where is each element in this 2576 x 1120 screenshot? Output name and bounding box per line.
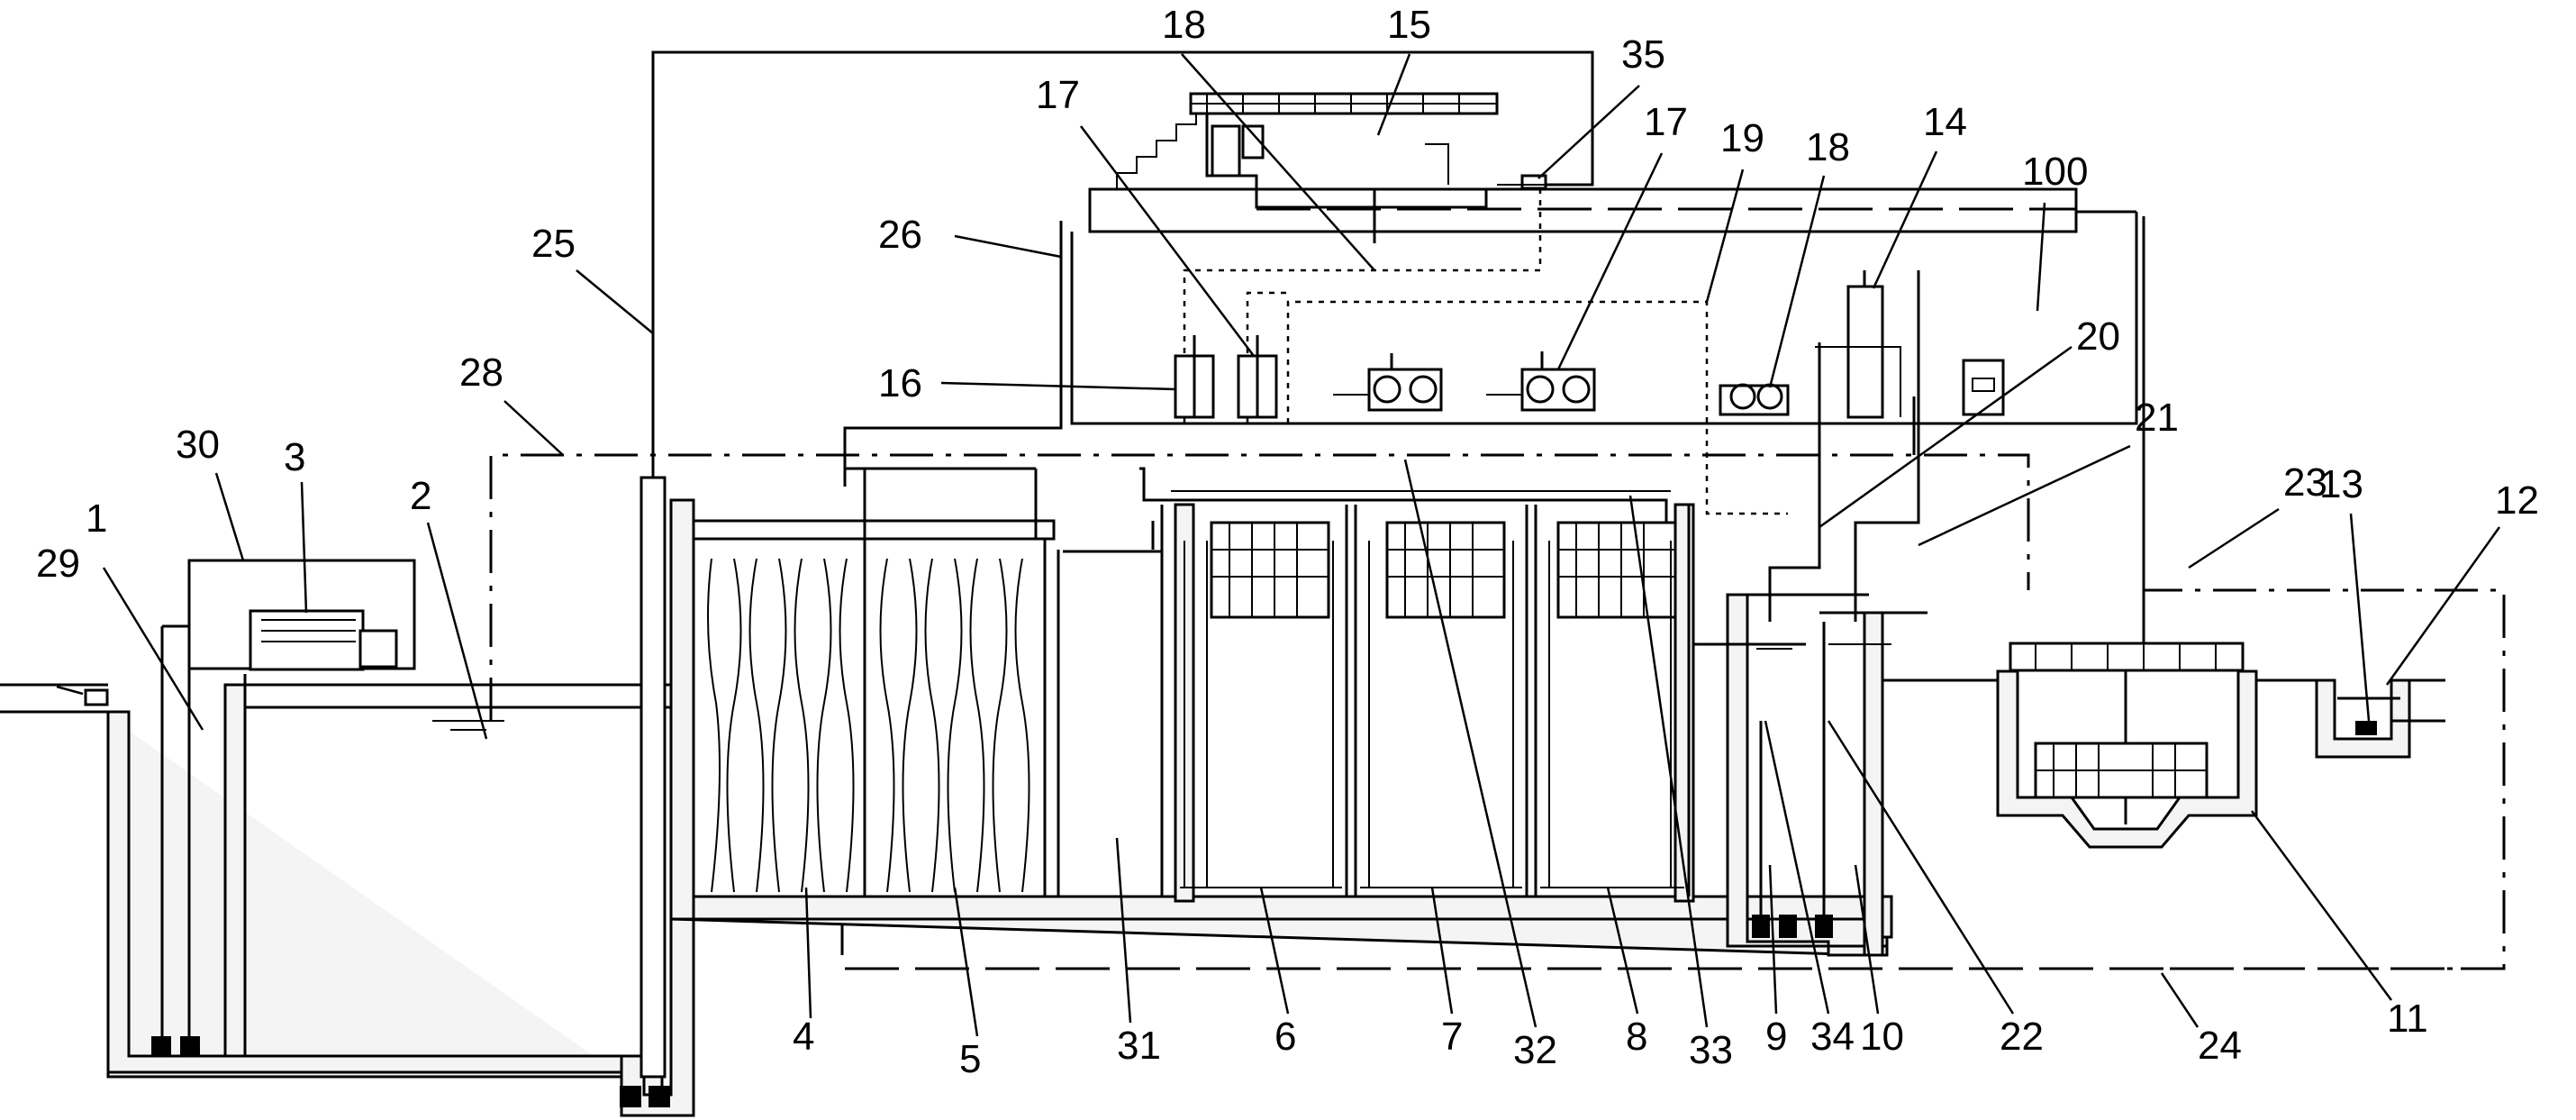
label-31: 31 xyxy=(1117,1024,1161,1068)
label-19: 19 xyxy=(1720,116,1764,160)
label-29: 29 xyxy=(36,542,80,586)
label-28: 28 xyxy=(459,351,503,395)
label-20: 20 xyxy=(2076,314,2120,359)
label-1: 1 xyxy=(86,496,107,541)
label-17-left: 17 xyxy=(1036,73,1080,117)
label-15: 15 xyxy=(1387,3,1431,47)
label-16: 16 xyxy=(878,361,922,405)
label-22: 22 xyxy=(2000,1015,2044,1059)
label-13: 13 xyxy=(2319,462,2363,506)
tank-1-2 xyxy=(0,476,671,1107)
label-25: 25 xyxy=(531,222,576,266)
tank-12-13 xyxy=(2315,678,2445,759)
label-3: 3 xyxy=(284,435,305,479)
label-34: 34 xyxy=(1810,1015,1855,1059)
label-32: 32 xyxy=(1513,1028,1557,1072)
label-17-right: 17 xyxy=(1644,100,1688,144)
label-33: 33 xyxy=(1689,1028,1733,1072)
label-26: 26 xyxy=(878,213,922,257)
control-building xyxy=(1070,92,2138,515)
label-4: 4 xyxy=(793,1015,814,1059)
tank-9-10 xyxy=(1693,593,1927,946)
tank-31 xyxy=(1057,521,1162,897)
building-equipment xyxy=(1072,270,2136,455)
label-24: 24 xyxy=(2198,1024,2242,1068)
label-9: 9 xyxy=(1765,1015,1787,1059)
label-11: 11 xyxy=(2387,997,2428,1041)
label-5: 5 xyxy=(959,1037,981,1081)
membrane-tanks xyxy=(1139,467,1691,897)
label-18-right: 18 xyxy=(1806,125,1850,169)
label-18-top: 18 xyxy=(1162,3,1206,47)
label-10: 10 xyxy=(1860,1015,1904,1059)
callout-labels: 29 1 30 3 2 28 25 26 16 17 18 15 35 17 1… xyxy=(36,3,2539,1081)
label-12: 12 xyxy=(2495,478,2539,523)
basin-structure xyxy=(106,498,1893,1117)
label-7: 7 xyxy=(1441,1015,1463,1059)
label-8: 8 xyxy=(1626,1015,1647,1059)
tank-4-5 xyxy=(692,467,1056,897)
label-30: 30 xyxy=(176,423,220,467)
label-23: 23 xyxy=(2283,460,2327,505)
label-14: 14 xyxy=(1923,100,1967,144)
label-2: 2 xyxy=(410,474,431,518)
label-6: 6 xyxy=(1274,1015,1296,1059)
label-35: 35 xyxy=(1621,32,1665,77)
clarifier-11 xyxy=(1882,642,2445,849)
label-21: 21 xyxy=(2135,396,2179,440)
label-100: 100 xyxy=(2022,150,2088,194)
